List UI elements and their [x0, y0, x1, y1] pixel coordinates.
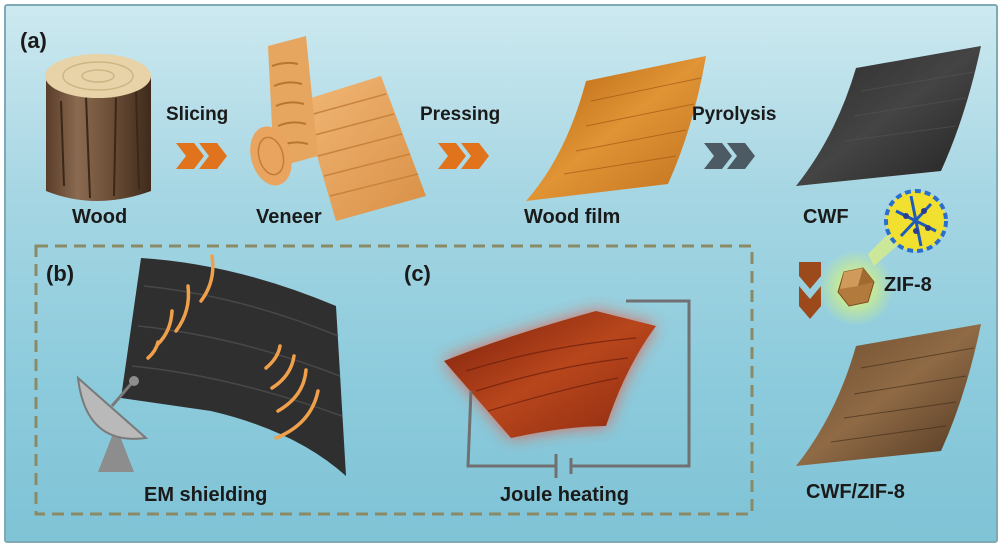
pyrolysis-arrow	[704, 143, 755, 169]
figure-frame: (a) (b) (c) Slicing Pressing Pyrolysis W…	[4, 4, 998, 543]
material-label-cwf-zif8: CWF/ZIF-8	[806, 481, 905, 503]
circuit-wire	[466, 299, 691, 478]
slicing-arrow	[176, 143, 227, 169]
panel-label-c: (c)	[404, 261, 431, 286]
material-label-wood: Wood	[72, 206, 128, 228]
material-label-zif8: ZIF-8	[884, 274, 932, 296]
applications-dashed-box	[34, 244, 754, 516]
step-label-slicing: Slicing	[166, 104, 229, 125]
material-label-cwf: CWF	[803, 206, 849, 228]
cwf-film-icon	[796, 46, 981, 186]
wood-film-icon	[526, 56, 706, 201]
pressing-arrow	[438, 143, 489, 169]
wood-log-icon	[45, 54, 151, 201]
panel-label-a: (a)	[20, 28, 47, 53]
satellite-dish-icon	[76, 375, 149, 472]
joule-heating-film-icon	[444, 311, 656, 438]
diagram-canvas	[34, 36, 981, 516]
panel-label-b: (b)	[46, 261, 75, 286]
application-label-em-shielding: EM shielding	[144, 484, 268, 506]
cwf-zif8-film-icon	[796, 324, 981, 466]
em-wave-icon	[146, 254, 320, 440]
step-label-pyrolysis: Pyrolysis	[692, 104, 777, 125]
veneer-roll-icon	[250, 36, 426, 221]
em-shield-film-icon	[121, 258, 346, 476]
material-label-veneer: Veneer	[256, 206, 322, 228]
material-label-wood-film: Wood film	[524, 206, 621, 228]
zif8-growth-arrow	[799, 262, 821, 319]
step-label-pressing: Pressing	[420, 104, 501, 125]
application-label-joule-heating: Joule heating	[500, 484, 629, 506]
zif8-crystal-icon	[818, 189, 948, 326]
